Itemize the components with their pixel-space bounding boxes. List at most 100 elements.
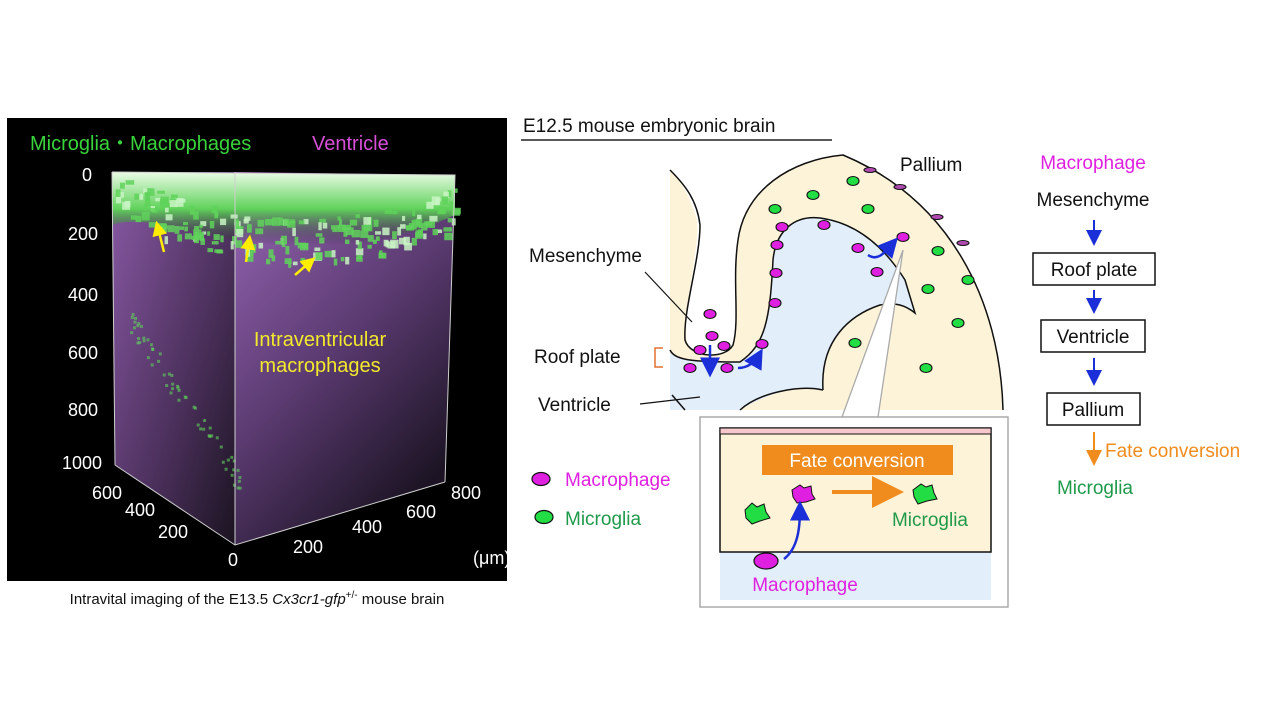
- green-cell-dot: [137, 322, 141, 326]
- mesenchyme-leader: [644, 271, 693, 323]
- green-cell-dot: [133, 320, 137, 324]
- green-cell-dot: [390, 239, 399, 249]
- microglia-cell-icon: [919, 362, 933, 374]
- green-cell-dot: [236, 486, 240, 490]
- green-cell-dot: [142, 339, 146, 343]
- green-cell-dot: [367, 244, 372, 249]
- caption-prefix: Intravital imaging of the E13.5: [69, 591, 273, 608]
- depth-tick: 0: [228, 550, 238, 570]
- green-cell-dot: [134, 316, 138, 320]
- annotation-intraventricular: Intraventricular: [254, 329, 387, 351]
- legend-ventricle: Ventricle: [312, 133, 389, 155]
- z-tick: 400: [68, 285, 98, 305]
- green-cell-dot: [411, 219, 415, 228]
- green-cell-dot: [403, 236, 410, 246]
- ventricle-leader: [639, 396, 701, 405]
- green-cell-dot: [137, 336, 141, 340]
- microglia-cell-icon: [768, 203, 782, 215]
- green-cell-dot: [136, 324, 140, 328]
- depth-tick: 600: [92, 483, 122, 503]
- green-cell-dot: [281, 235, 288, 245]
- green-cell-dot: [382, 227, 390, 236]
- green-cell-dot: [249, 250, 254, 256]
- green-cell-dot: [211, 205, 218, 214]
- green-cell-dot: [332, 228, 338, 233]
- green-cell-dot: [184, 226, 188, 232]
- green-cell-dot: [255, 228, 264, 235]
- green-cell-dot: [193, 406, 197, 410]
- label-pallium: Pallium: [900, 155, 962, 176]
- green-cell-dot: [363, 217, 372, 225]
- macrophage-cell-icon: [705, 330, 719, 342]
- green-cell-dot: [170, 194, 178, 199]
- green-cell-dot: [189, 205, 195, 215]
- green-cell-dot: [143, 204, 147, 211]
- green-cell-dot: [169, 391, 173, 395]
- green-cell-dot: [344, 239, 350, 245]
- green-cell-dot: [351, 229, 360, 238]
- arrow-icon: [867, 237, 898, 259]
- green-cell-dot: [238, 475, 242, 479]
- microglia-cell-icon: [921, 283, 935, 295]
- green-cell-dot: [423, 221, 432, 226]
- green-cell-dot: [447, 217, 453, 223]
- green-cell-dot: [139, 193, 144, 200]
- green-cell-dot: [214, 249, 222, 253]
- green-cell-dot: [437, 207, 445, 215]
- green-cell-dot: [177, 234, 183, 242]
- green-cell-dot: [237, 479, 241, 483]
- green-cell-dot: [454, 188, 458, 193]
- green-cell-dot: [143, 188, 148, 194]
- green-cell-dot: [155, 197, 161, 202]
- yellow-arrows: [152, 220, 316, 276]
- cube-edges: [111, 171, 456, 546]
- green-cell-dot: [271, 255, 276, 262]
- depth-tick: 200: [158, 522, 188, 542]
- brain-diagram: E12.5 mouse embryonic brain Pallium Mese…: [521, 116, 1009, 608]
- green-cell-dot: [373, 239, 377, 245]
- green-cell-dot: [343, 227, 348, 237]
- green-cell-dot: [340, 256, 345, 262]
- macrophage-cell-icon: [791, 484, 816, 504]
- green-cell-dot: [299, 242, 309, 251]
- caption-gene: Cx3cr1-gfp: [272, 591, 346, 608]
- green-cell-dot: [199, 427, 203, 431]
- green-cell-dot: [149, 343, 153, 347]
- roof-plate-bracket: [654, 347, 663, 368]
- green-cell-dot: [146, 356, 150, 360]
- green-cell-dot: [331, 250, 336, 258]
- green-cell-dot: [125, 180, 135, 185]
- green-cell-dot: [355, 214, 360, 218]
- microglia-cell-icon: [861, 203, 875, 215]
- macrophage-cell-icon: [851, 242, 865, 254]
- macrophage-cell-icon: [755, 338, 769, 350]
- green-cell-dot: [213, 234, 220, 241]
- green-cell-dot: [117, 192, 124, 198]
- label-roof-plate: Roof plate: [534, 347, 621, 368]
- green-cell-dot: [444, 232, 453, 241]
- green-cell-dot: [199, 224, 203, 229]
- green-cell-dot: [164, 236, 169, 245]
- green-cell-dot: [246, 253, 254, 262]
- caption-genotype: +/-: [345, 590, 358, 601]
- green-cell-dot: [419, 224, 423, 229]
- z-tick: 1000: [62, 453, 102, 473]
- green-cell-dot: [232, 483, 236, 487]
- green-cell-dot: [356, 256, 363, 262]
- green-cell-dot: [434, 200, 440, 205]
- microglia-legend-icon: [534, 509, 554, 525]
- cell-markers: [683, 166, 975, 374]
- green-cell-dot: [357, 241, 362, 250]
- green-cell-dot: [208, 435, 212, 439]
- green-cell-dot: [169, 200, 178, 208]
- green-cell-dot: [157, 190, 166, 194]
- green-cell-dot: [447, 190, 452, 197]
- green-cell-dot: [131, 312, 135, 316]
- green-cell-dot: [367, 235, 374, 242]
- green-cell-dot: [210, 434, 214, 438]
- legend-macrophage: Macrophage: [565, 470, 671, 491]
- green-cell-dot: [416, 218, 423, 226]
- green-cell-dot: [397, 227, 402, 236]
- fate-conversion-label: Fate conversion: [789, 451, 924, 472]
- green-cell-dot: [165, 214, 173, 221]
